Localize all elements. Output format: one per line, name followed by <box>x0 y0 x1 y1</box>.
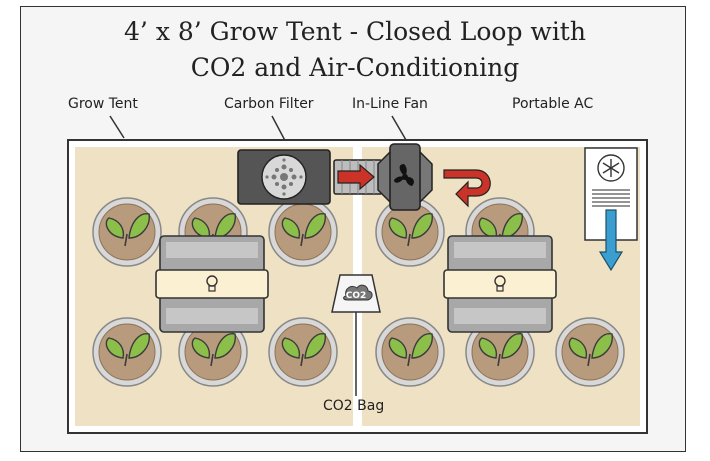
title-line-2: CO2 and Air-Conditioning <box>190 53 520 82</box>
grow-light-icon <box>443 235 557 333</box>
plant-pot-icon <box>375 317 445 387</box>
lightbulb-icon <box>494 275 506 292</box>
snowflake-icon <box>602 159 620 177</box>
label-portable-ac: Portable AC <box>512 96 594 112</box>
airflow-arrow-icon <box>443 169 491 208</box>
ac-airflow-arrow-icon <box>598 209 624 272</box>
plant-pot-icon <box>268 197 338 267</box>
title-line-1: 4’ x 8’ Grow Tent - Closed Loop with <box>124 17 586 46</box>
inline-fan-leader <box>391 115 407 141</box>
lightbulb-icon <box>206 275 218 292</box>
label-grow-tent: Grow Tent <box>68 96 138 112</box>
label-carbon-filter: Carbon Filter <box>224 96 314 112</box>
plant-pot-icon <box>268 317 338 387</box>
plant-pot-icon <box>92 317 162 387</box>
grow-light-icon <box>155 235 269 333</box>
carbon-filter-icon <box>237 149 331 205</box>
grow-tent-leader <box>109 115 125 139</box>
label-co2-bag: CO2 Bag <box>323 398 385 414</box>
diagram-title: 4’ x 8’ Grow Tent - Closed Loop with CO2… <box>0 14 710 86</box>
duct-icon <box>333 159 383 195</box>
plant-pot-icon <box>555 317 625 387</box>
portable-ac-icon <box>584 147 638 272</box>
label-inline-fan: In-Line Fan <box>352 96 428 112</box>
inline-fan-icon <box>377 143 433 211</box>
plant-pot-icon <box>92 197 162 267</box>
co2-bag-icon <box>331 274 381 396</box>
co2-bag-tag: CO2 <box>346 291 367 301</box>
